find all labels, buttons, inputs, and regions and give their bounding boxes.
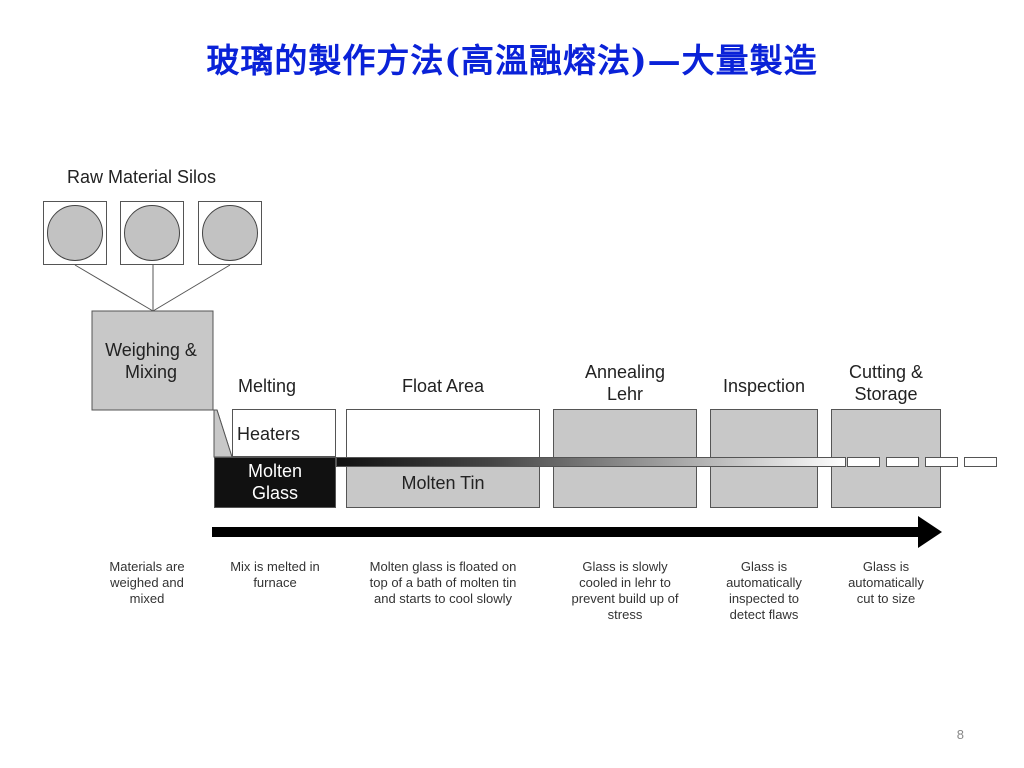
molten-glass-label: Molten Glass [247,461,303,503]
glass-ribbon [336,457,846,467]
silo-circle [202,205,258,261]
slide-title: 玻璃的製作方法(高溫融熔法)—大量製造 [206,41,818,80]
stage-label-cutting: Cutting & Storage [848,362,924,404]
desc-melting: Mix is melted in furnace [230,559,320,590]
molten-tin-bath [346,461,540,508]
silo-1 [43,201,107,265]
desc-inspection: Glass is automatically inspected to dete… [726,559,802,622]
stage-label-annealing: Annealing Lehr [584,362,666,404]
silo-3 [198,201,262,265]
cut-glass-sheet [964,457,997,467]
silo-3-connector [152,264,231,312]
stage-label-inspection: Inspection [722,376,806,396]
desc-weighing: Materials are weighed and mixed [109,559,185,606]
desc-cutting: Glass is automatically cut to size [848,559,924,606]
heaters-label: Heaters [237,424,301,444]
silos-label: Raw Material Silos [67,167,217,187]
page-number: 8 [956,727,964,742]
weighing-mixing-hopper [91,310,233,458]
stage-label-melting: Melting [238,376,297,396]
silo-1-connector [74,264,154,312]
stage-label-float-area: Float Area [401,376,485,396]
silo-circle [47,205,103,261]
desc-annealing: Glass is slowly cooled in lehr to preven… [571,559,679,622]
desc-float: Molten glass is floated on top of a bath… [369,559,517,606]
process-arrow-head [918,516,942,548]
melting-furnace [232,409,336,457]
silo-2 [120,201,184,265]
mixing-chute [213,409,233,458]
molten-glass-pool [214,457,336,508]
cut-glass-sheet [925,457,958,467]
cut-glass-sheet [847,457,880,467]
stage-label-weighing: Weighing & Mixing [105,340,197,382]
molten-tin-label: Molten Tin [401,473,485,493]
process-arrow-shaft [212,527,920,537]
cut-glass-sheet [886,457,919,467]
float-area-chamber [346,409,540,461]
silo-circle [124,205,180,261]
